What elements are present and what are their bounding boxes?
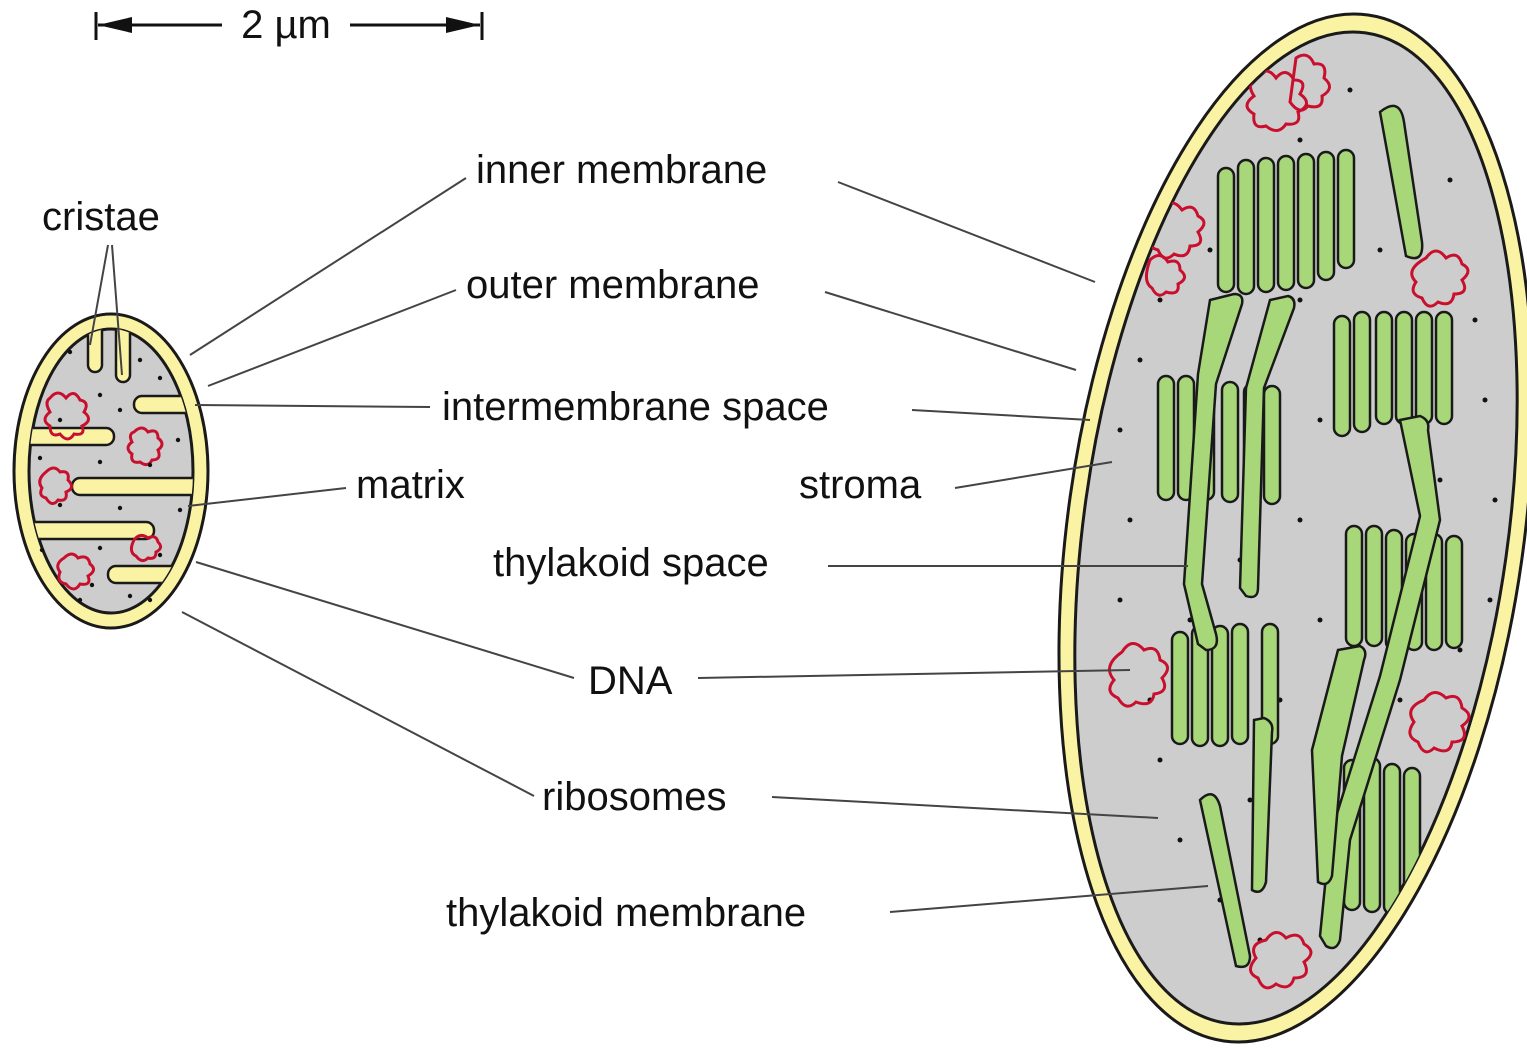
chloroplast	[998, 0, 1527, 1052]
scale-arrow-left-icon	[98, 17, 132, 33]
label-thylakoid-space: thylakoid space	[493, 541, 769, 585]
leader-matrix	[188, 488, 346, 506]
scale-bar-label: 2 µm	[241, 3, 331, 47]
leader-inner-membrane-mito	[190, 178, 466, 355]
label-dna: DNA	[588, 659, 673, 703]
label-outer-membrane: outer membrane	[466, 263, 759, 307]
label-stroma: stroma	[799, 463, 922, 507]
leader-inner-membrane-chloro	[838, 182, 1095, 282]
label-inner-membrane: inner membrane	[476, 148, 767, 192]
label-thylakoid-membrane: thylakoid membrane	[446, 891, 806, 935]
leader-intermembrane-chloro	[912, 410, 1090, 420]
leader-ribosomes-mito	[182, 612, 534, 796]
label-matrix: matrix	[356, 463, 465, 507]
label-ribosomes: ribosomes	[542, 775, 727, 819]
scale-arrow-right-icon	[446, 17, 480, 33]
leader-outer-membrane-chloro	[825, 292, 1076, 370]
mitochondrion	[10, 314, 214, 628]
label-intermembrane-space: intermembrane space	[442, 385, 829, 429]
leader-intermembrane-mito	[195, 405, 430, 407]
leader-outer-membrane-mito	[208, 290, 456, 386]
label-cristae: cristae	[42, 195, 160, 239]
scale-bar: 2 µm	[96, 3, 482, 47]
